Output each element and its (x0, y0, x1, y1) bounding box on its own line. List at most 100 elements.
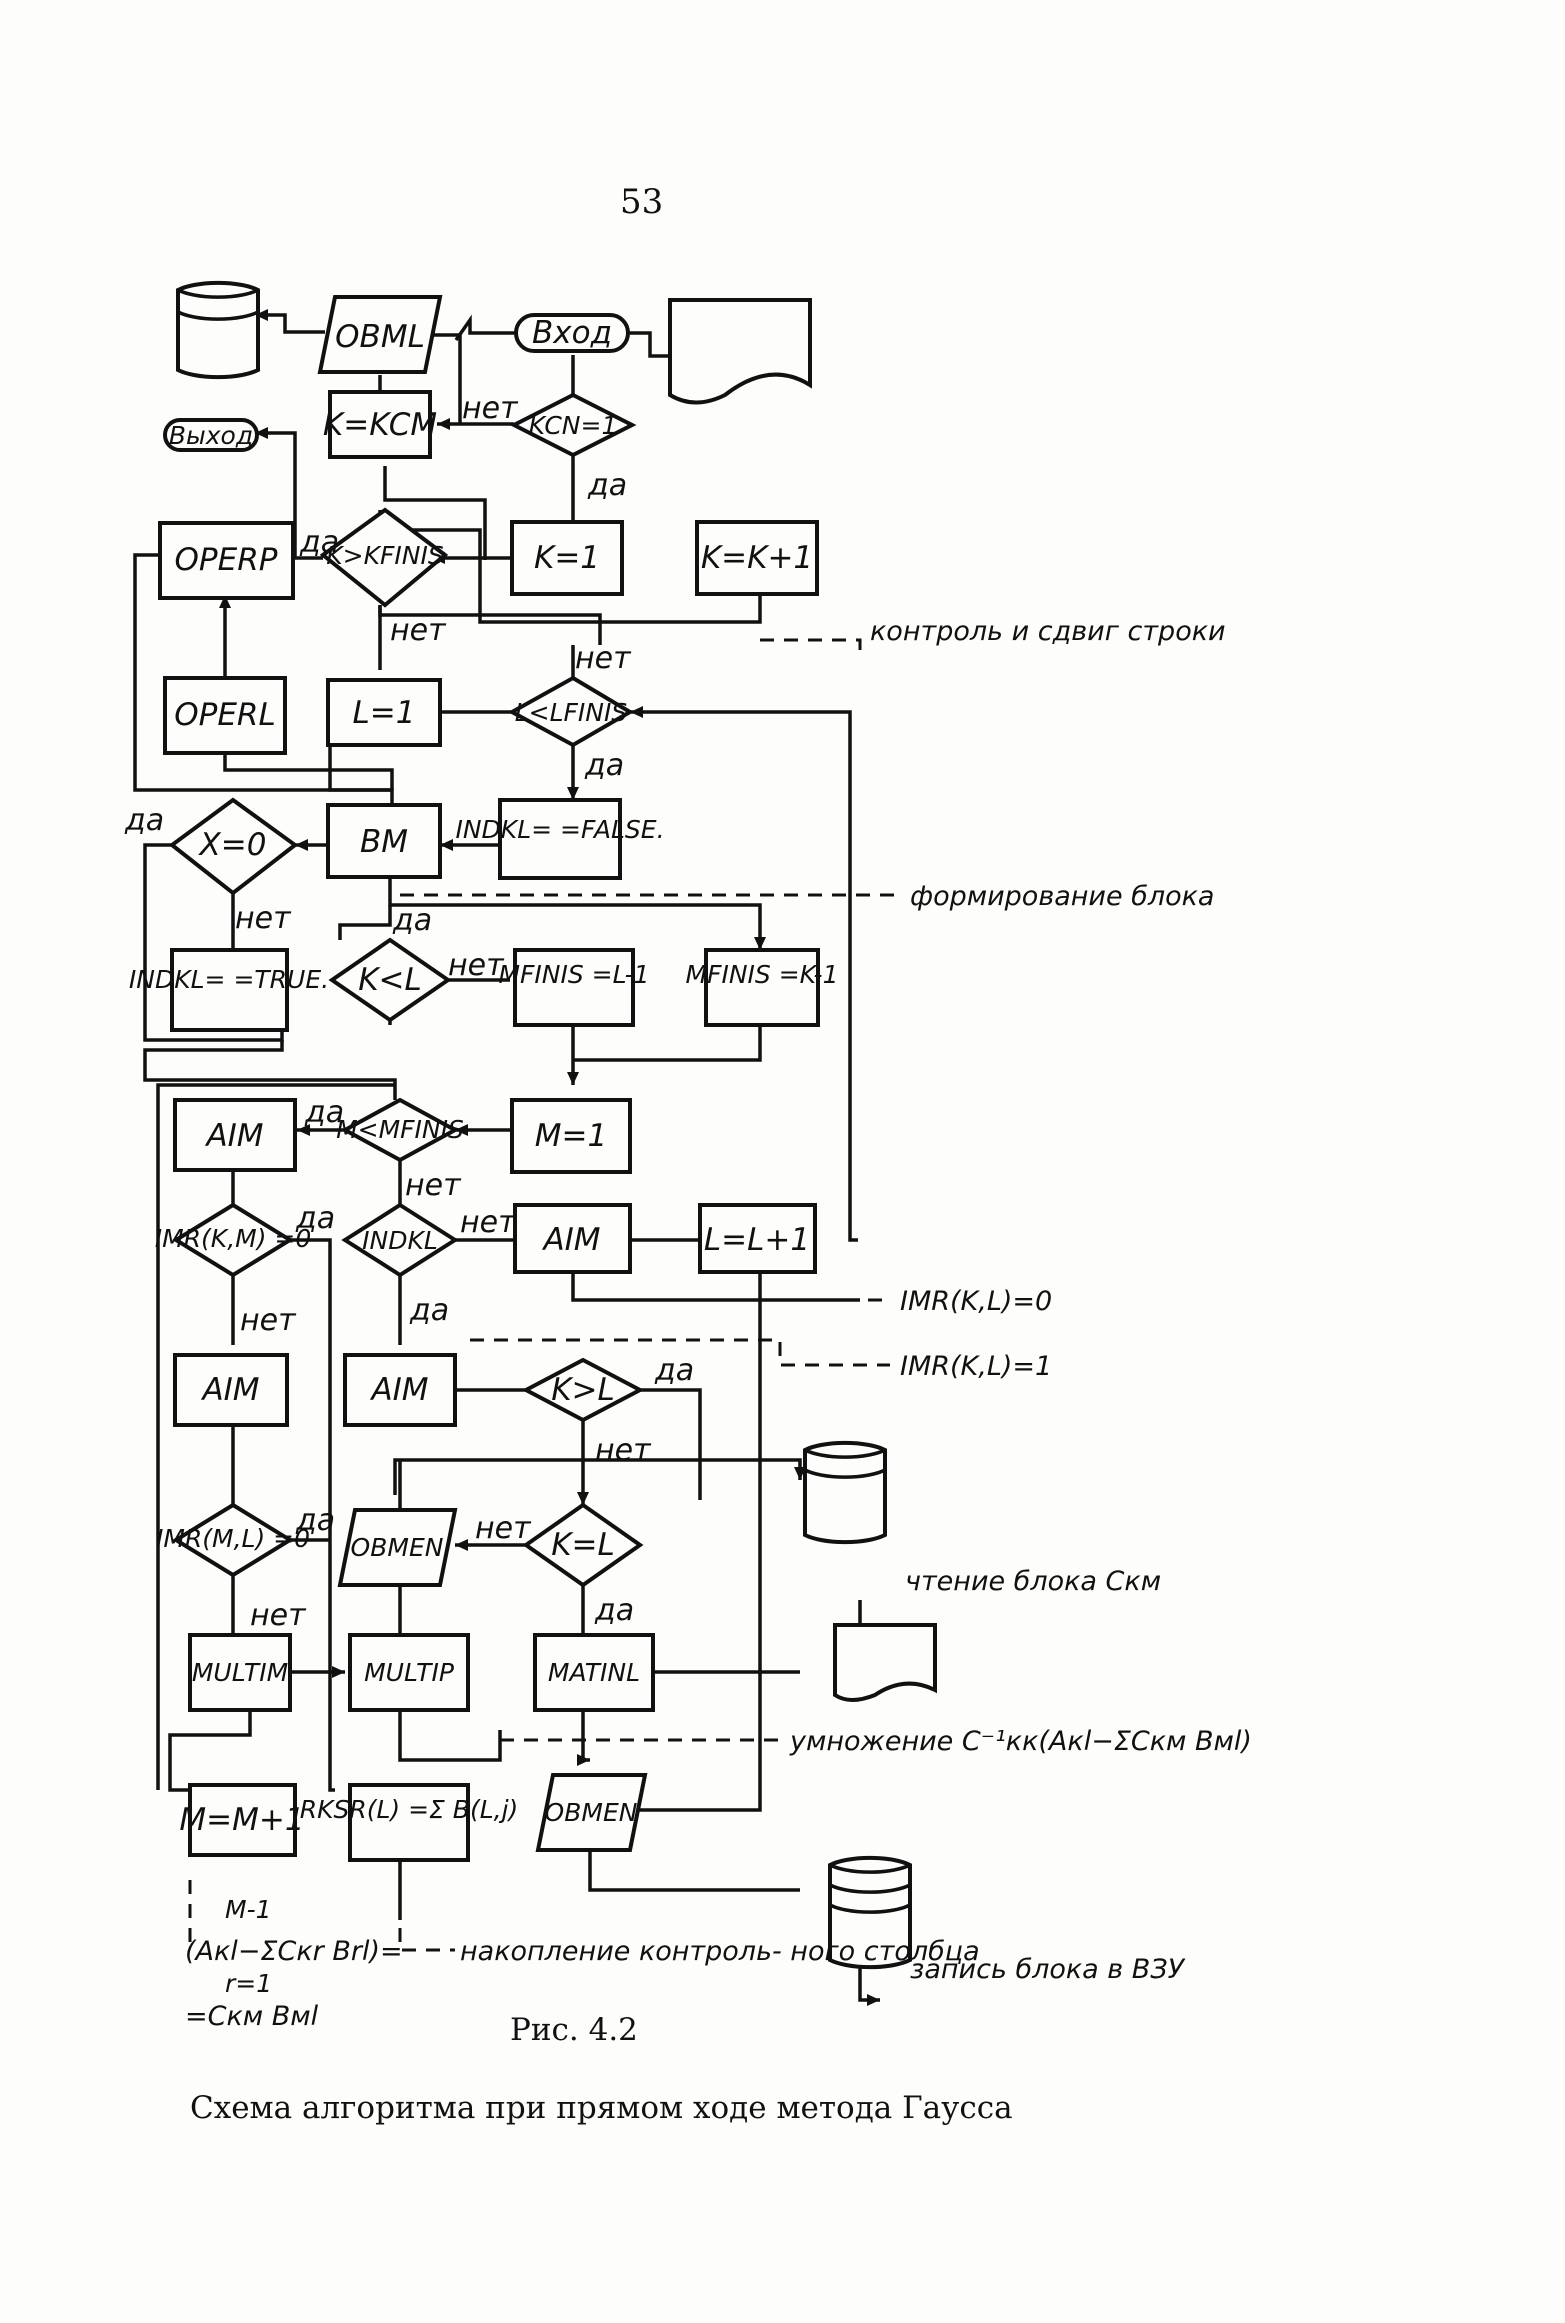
m-mfinis-label: M<MFINIS (336, 1115, 464, 1144)
formula-b: =Cкм Bмl (185, 2001, 319, 2032)
m-mp1-block (188, 1783, 297, 1857)
entry-terminal-label: Вход (532, 315, 612, 351)
document-output-icon (833, 1623, 937, 1702)
l1-label: L=1 (353, 695, 416, 731)
imrkm-yes-label: да (295, 1201, 335, 1236)
mfinis-l-label: MFINIS =L-1 (498, 960, 649, 989)
l-lfinis-decision (507, 675, 634, 748)
indkl-decision (341, 1202, 459, 1278)
drum-storage-mid (803, 1440, 887, 1545)
kfinis-yes-label: да (299, 525, 339, 560)
imr-km-1-decision (172, 1202, 294, 1278)
multim-block (188, 1633, 292, 1712)
k-kfinis-label: K>KFINIS (326, 541, 444, 570)
drum-storage-top (176, 280, 260, 380)
card-input-icon (668, 298, 812, 405)
exit-terminal-label: Выход (169, 421, 253, 450)
lfinis-yes-label: да (584, 748, 624, 783)
imr-ml-decision (172, 1502, 294, 1578)
mfinis-l-block (513, 948, 635, 1027)
figure-caption: Схема алгоритма при прямом ходе метода Г… (190, 2090, 1013, 2126)
operp-block (158, 521, 295, 600)
k-gt-l-decision (521, 1357, 645, 1423)
kcn-decision (509, 392, 637, 458)
bm-block (326, 803, 442, 879)
k-eq-l-decision (522, 1502, 644, 1588)
k-lt-l-decision (328, 937, 452, 1023)
multip-label: MULTIP (364, 1658, 455, 1687)
note-accum: накопление контроль- ного столбца (460, 1936, 980, 1967)
indkl-no-label: нет (460, 1205, 517, 1240)
l-lp1-block (698, 1203, 817, 1274)
x0-no-label: нет (235, 901, 292, 936)
entry-terminal (514, 313, 630, 353)
imr-km-1-label: IMR(K,M) =0 (155, 1224, 312, 1253)
k-kp1-label: K=K+1 (701, 540, 813, 576)
m1-block (510, 1098, 632, 1174)
annotations: контроль и сдвиг строки формирование бло… (185, 616, 1252, 2032)
k-kcm-block (328, 390, 432, 459)
aim2-block (513, 1203, 632, 1274)
matinl-label: MATINL (548, 1658, 640, 1687)
note-imr1: IMR(K,L)=1 (900, 1351, 1052, 1382)
aim4-block (343, 1353, 457, 1427)
kcn-no-label: нет (462, 391, 519, 426)
mfinis-yes-label: да (304, 1095, 344, 1130)
obmen2-block (535, 1773, 648, 1852)
aim3-block (173, 1353, 289, 1427)
k-lt-l-yes-label: да (392, 903, 432, 938)
l1-block (326, 678, 442, 747)
indkl-true-label: INDKL= =TRUE. (129, 965, 329, 994)
k-eq-l-yes-label: да (594, 1593, 634, 1628)
k-lt-l-no-label: нет (448, 948, 505, 983)
obmen2-label: OBMEN (545, 1798, 638, 1827)
mfinis-k-label: MFINIS =K-1 (686, 960, 839, 989)
k-kfinis-decision (319, 507, 449, 608)
l-lp1-label: L=L+1 (704, 1222, 810, 1258)
operl-label: OPERL (174, 697, 276, 733)
formula-limits: M-1 (225, 1895, 272, 1924)
obmen1-block (337, 1508, 458, 1587)
note-imr0: IMR(K,L)=0 (900, 1286, 1052, 1317)
indkl-false-label: INDKL= =FALSE. (455, 815, 664, 844)
operl-block (163, 676, 287, 755)
aim1-label: AIM (204, 1118, 263, 1154)
x0-label: X=0 (198, 827, 267, 863)
figure-label: Рис. 4.2 (510, 2012, 638, 2048)
k-gt-l-yes-label: да (654, 1353, 694, 1388)
k-eq-l-no-label: нет (475, 1511, 532, 1546)
imrkm-no-label: нет (240, 1303, 297, 1338)
page-number: 53 (620, 182, 663, 222)
imrml-yes-label: да (295, 1503, 335, 1538)
k-eq-l-label: K=L (551, 1527, 615, 1563)
m-mfinis-decision (340, 1097, 460, 1163)
aim2-label: AIM (541, 1222, 600, 1258)
mfinis-k-block (704, 948, 820, 1027)
obmen1-label: OBMEN (351, 1533, 444, 1562)
branch-labels: нет да да нет нет да да нет да нет да не… (124, 391, 694, 1633)
indkl-yes-label: да (409, 1293, 449, 1328)
imrml-no-label: нет (250, 1598, 307, 1633)
k-kcm-label: K=KCM (323, 407, 437, 443)
imr-ml-label: IMR(M,L) =0 (156, 1524, 310, 1553)
m1-label: M=1 (535, 1118, 607, 1154)
multim-label: MULTIM (192, 1658, 288, 1687)
aim3-label: AIM (200, 1372, 259, 1408)
k-gt-l-label: K>L (551, 1372, 615, 1408)
obml-block (317, 295, 443, 374)
obml-label: OBML (335, 319, 425, 355)
arrowheads (219, 309, 880, 2006)
k1-block (510, 520, 624, 596)
drum-storage-bottom (828, 1855, 912, 1970)
m-mp1-label: M=M+1 (179, 1802, 304, 1838)
l-lfinis-label: L<LFINIS (515, 698, 628, 727)
exit-terminal (163, 418, 259, 452)
indkl-false-block (498, 798, 622, 880)
matinl-block (533, 1633, 655, 1712)
note-read-block: чтение блока Cкм (905, 1566, 1161, 1597)
operp-label: OPERP (175, 542, 278, 578)
k-kp1-block (695, 520, 819, 596)
note-write-block: запись блока в ВЗУ (910, 1954, 1186, 1985)
